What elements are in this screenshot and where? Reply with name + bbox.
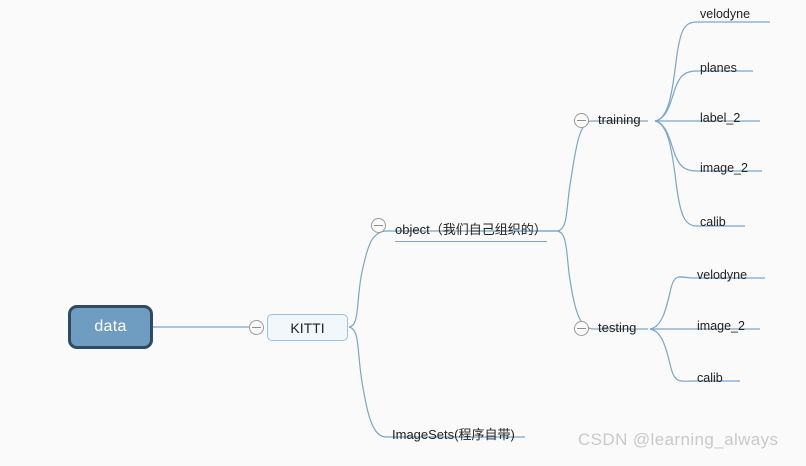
collapse-toggle-training[interactable] <box>574 113 589 128</box>
watermark-text: CSDN @learning_always <box>578 430 779 449</box>
edge-object-to-testing <box>556 230 648 330</box>
node-testing-calib[interactable]: calib <box>697 371 723 385</box>
node-testing-image2[interactable]: image_2 <box>697 319 745 333</box>
node-object[interactable]: object（我们自己组织的） <box>395 221 547 242</box>
root-node-label: data <box>94 318 127 335</box>
node-training-image2[interactable]: image_2 <box>700 161 748 175</box>
node-training-calib[interactable]: calib <box>700 215 726 229</box>
collapse-toggle-kitti[interactable] <box>249 320 264 335</box>
edge-object-to-training <box>556 120 648 232</box>
node-testing[interactable]: testing <box>598 320 637 335</box>
node-kitti[interactable]: KITTI <box>267 314 348 341</box>
node-training-velodyne[interactable]: velodyne <box>700 7 751 21</box>
edge-kitti-to-object <box>348 230 557 328</box>
node-imagesets[interactable]: ImageSets(程序自带) <box>392 427 515 442</box>
collapse-toggle-testing[interactable] <box>574 321 589 336</box>
node-kitti-label: KITTI <box>290 319 325 336</box>
edge-kitti-to-imagesets <box>348 326 525 438</box>
collapse-toggle-object[interactable] <box>371 218 386 233</box>
node-training[interactable]: training <box>598 112 641 127</box>
node-training-label2[interactable]: label_2 <box>700 111 741 125</box>
root-node-data[interactable]: data <box>68 305 153 349</box>
node-testing-velodyne[interactable]: velodyne <box>697 268 748 282</box>
node-training-planes[interactable]: planes <box>700 61 737 75</box>
